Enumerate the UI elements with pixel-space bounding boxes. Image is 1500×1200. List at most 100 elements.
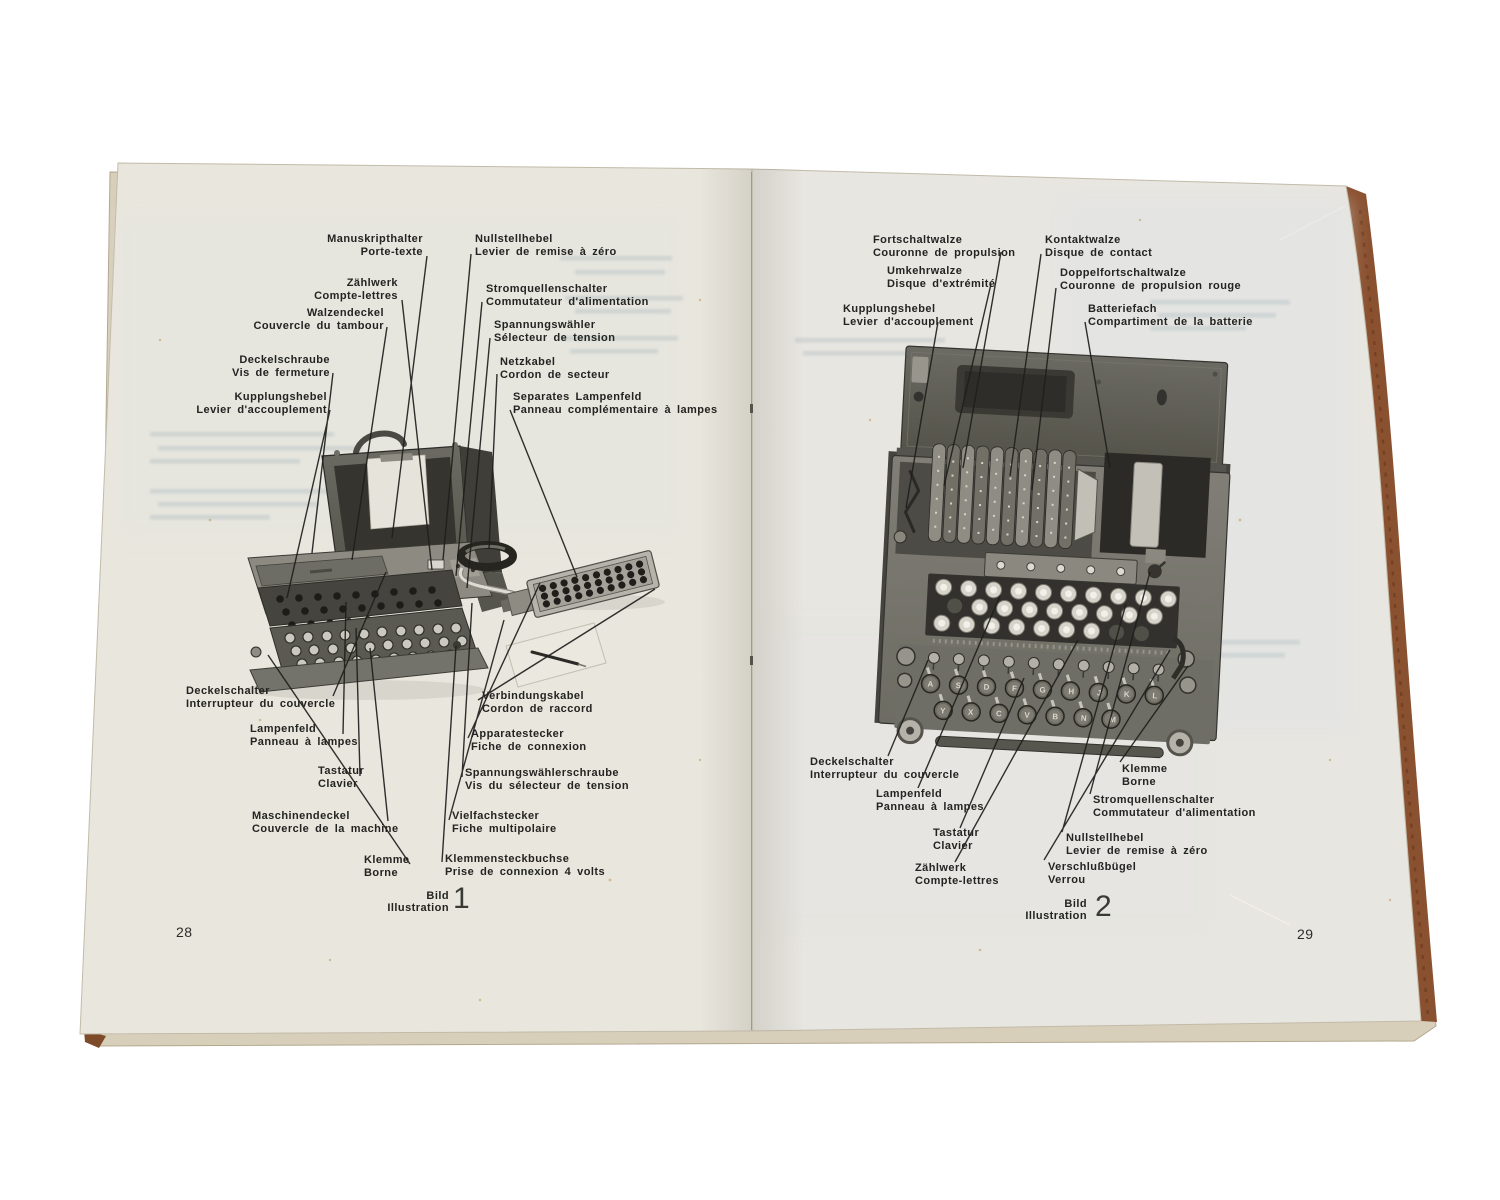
machine-base [249, 647, 489, 693]
lamp-field [257, 569, 463, 627]
page-number-right: 29 [1297, 926, 1314, 942]
label-de: Tastatur [933, 827, 980, 839]
letter-counter-window [427, 559, 445, 570]
illustration-1-leader-lines [267, 253, 656, 865]
caption-bild: Bild [1064, 898, 1087, 910]
label-de: Fortschaltwalze [873, 234, 963, 246]
label-de: Verbindungskabel [482, 690, 584, 702]
label-de: Batteriefach [1088, 303, 1157, 315]
label-tastatur-2: Tastatur Clavier [933, 827, 979, 852]
label-stromquellenschalter-2: Stromquellenschalter Commutateur d'alime… [1093, 794, 1256, 819]
label-fr: Clavier [318, 777, 358, 790]
label-walzendeckel: Walzendeckel Couvercle du tambour [253, 307, 384, 332]
label-de: Verschlußbügel [1048, 861, 1137, 873]
book-gutter [700, 169, 804, 1031]
label-de: Deckelschalter [186, 685, 270, 697]
label-fr: Panneau à lampes [876, 800, 984, 813]
label-de: Kontaktwalze [1045, 234, 1121, 246]
label-fr: Commutateur d'alimentation [486, 295, 649, 308]
illustration-2-photo: A S D F G H J K L Y X C V B N M [874, 345, 1231, 759]
label-fr: Vis du sélecteur de tension [465, 779, 629, 792]
page-number-left: 28 [176, 924, 193, 940]
illustration-2-leader-lines [887, 251, 1189, 863]
label-fr: Compte-lettres [915, 874, 999, 887]
label-de: Netzkabel [500, 356, 556, 368]
label-fr: Levier de remise à zéro [475, 245, 617, 258]
label-spannungswaehlerschraube: Spannungswählerschraube Vis du sélecteur… [465, 767, 629, 792]
pencil [530, 650, 580, 666]
label-fr: Panneau complémentaire à lampes [513, 403, 718, 416]
illustration-1-photo [245, 430, 665, 700]
label-fr: Vis de fermeture [231, 366, 330, 379]
label-fr: Couvercle du tambour [253, 319, 384, 332]
label-fr: Couronne de propulsion rouge [1060, 279, 1242, 292]
label-deckelschalter: Deckelschalter Interrupteur du couvercle [186, 685, 335, 710]
label-tastatur: Tastatur Clavier [318, 765, 364, 790]
label-fr: Couronne de propulsion [873, 246, 1016, 259]
label-fr: Compte-lettres [314, 289, 398, 302]
label-fr: Levier d'accouplement [196, 403, 327, 416]
staple [750, 656, 753, 665]
label-klemme-2: Klemme Borne [1122, 763, 1168, 788]
label-fr: Disque d'extrémité [887, 277, 996, 290]
figure-number-1: 1 [453, 882, 470, 915]
label-separates-lampenfeld: Separates Lampenfeld Panneau complémenta… [513, 391, 718, 416]
label-maschinendeckel: Maschinendeckel Couvercle de la machine [252, 810, 399, 835]
label-klemmensteckbuchse: Klemmensteckbuchse Prise de connexion 4 … [445, 853, 605, 878]
label-fr: Verrou [1048, 873, 1086, 886]
label-fr: Sélecteur de tension [494, 331, 616, 344]
label-fr: Compartiment de la batterie [1088, 315, 1253, 328]
label-fr: Borne [1122, 775, 1157, 788]
label-fr: Fiche multipolaire [452, 822, 557, 835]
rotor-stack [893, 443, 1098, 549]
caption-illustration: Illustration [1025, 910, 1087, 923]
label-deckelschraube: Deckelschraube Vis de fermeture [232, 354, 330, 379]
label-de: Klemme [364, 854, 410, 866]
label-de: Spannungswähler [494, 319, 596, 331]
label-de: Deckelschalter [810, 756, 894, 768]
label-fr: Levier d'accouplement [843, 315, 974, 328]
label-de: Lampenfeld [876, 788, 943, 800]
label-de: Deckelschraube [239, 354, 330, 366]
label-netzkabel: Netzkabel Cordon de secteur [500, 356, 610, 381]
figure-number-2: 2 [1095, 890, 1112, 923]
label-nullstellhebel: Nullstellhebel Levier de remise à zéro [475, 233, 617, 258]
label-de: Klemme [1122, 763, 1168, 775]
label-fr: Porte-texte [360, 245, 423, 258]
label-apparatestecker: Apparatestecker Fiche de connexion [471, 728, 587, 753]
staple [750, 404, 753, 413]
note-paper [505, 622, 607, 688]
label-batteriefach: Batteriefach Compartiment de la batterie [1088, 303, 1253, 328]
label-de: Nullstellhebel [475, 233, 553, 245]
label-de: Stromquellenschalter [486, 283, 608, 295]
label-fr: Couvercle de la machine [252, 822, 399, 835]
label-de: Vielfachstecker [452, 810, 540, 822]
bleed-through-text [150, 256, 1300, 658]
label-de: Umkehrwalze [887, 265, 963, 277]
label-fortschaltwalze: Fortschaltwalze Couronne de propulsion [873, 234, 1015, 259]
label-zaehlwerk: Zählwerk Compte-lettres [314, 277, 398, 302]
label-fr: Fiche de connexion [471, 740, 587, 753]
figure-caption-1: Bild Illustration [387, 890, 449, 914]
label-verbindungskabel: Verbindungskabel Cordon de raccord [482, 690, 593, 715]
label-de: Doppelfortschaltwalze [1060, 267, 1187, 279]
label-fr: Interrupteur du couvercle [186, 697, 336, 710]
case-handle [353, 430, 407, 455]
separate-lamp-panel [500, 550, 660, 618]
label-de: Walzendeckel [306, 307, 384, 319]
label-de: Tastatur [318, 765, 365, 777]
label-kupplungshebel-2: Kupplungshebel Levier d'accouplement [843, 303, 974, 328]
label-fr: Interrupteur du couvercle [810, 768, 960, 781]
label-de: Separates Lampenfeld [513, 391, 642, 403]
label-verschlussbuegel: Verschlußbügel Verrou [1048, 861, 1136, 886]
caption-bild: Bild [426, 890, 449, 902]
label-de: Stromquellenschalter [1093, 794, 1215, 806]
label-de: Manuskripthalter [327, 233, 423, 245]
battery [1129, 461, 1163, 548]
label-kupplungshebel: Kupplungshebel Levier d'accouplement [196, 391, 327, 416]
lock-bar [1171, 636, 1186, 680]
label-vielfachstecker: Vielfachstecker Fiche multipolaire [452, 810, 557, 835]
label-manuskripthalter: Manuskripthalter Porte-texte [327, 233, 423, 258]
label-de: Maschinendeckel [252, 810, 350, 822]
